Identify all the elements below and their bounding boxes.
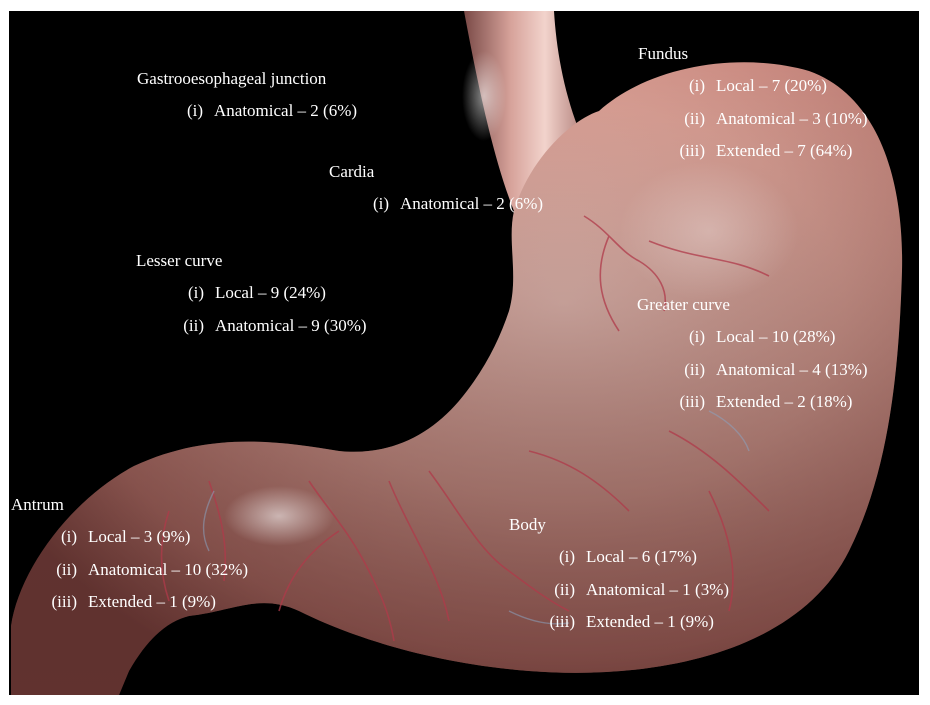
region-title: Cardia xyxy=(327,162,543,182)
illustration-panel: Gastrooesophageal junction (i) Anatomica… xyxy=(9,11,919,695)
list-item: (i) Local – 3 (9%) xyxy=(11,527,248,547)
region-lesser-curve: Lesser curve (i) Local – 9 (24%) (ii) An… xyxy=(136,251,367,336)
list-item: (i) Anatomical – 2 (6%) xyxy=(365,194,543,214)
item-text: Extended – 1 (9%) xyxy=(586,612,714,632)
region-title: Greater curve xyxy=(637,295,868,315)
item-number: (ii) xyxy=(637,109,705,129)
item-text: Local – 9 (24%) xyxy=(215,283,326,303)
item-text: Local – 3 (9%) xyxy=(88,527,190,547)
list-item: (i) Local – 10 (28%) xyxy=(637,327,868,347)
list-item: (ii) Anatomical – 4 (13%) xyxy=(637,360,868,380)
list-item: (iii) Extended – 2 (18%) xyxy=(637,392,868,412)
item-text: Anatomical – 2 (6%) xyxy=(400,194,543,214)
list-item: (ii) Anatomical – 10 (32%) xyxy=(11,560,248,580)
region-title: Antrum xyxy=(11,495,248,515)
region-greater-curve: Greater curve (i) Local – 10 (28%) (ii) … xyxy=(637,295,868,413)
item-number: (ii) xyxy=(637,360,705,380)
list-item: (i) Local – 9 (24%) xyxy=(136,283,367,303)
list-item: (iii) Extended – 1 (9%) xyxy=(509,612,729,632)
list-item: (ii) Anatomical – 1 (3%) xyxy=(509,580,729,600)
item-text: Local – 7 (20%) xyxy=(716,76,827,96)
item-text: Anatomical – 1 (3%) xyxy=(586,580,729,600)
item-text: Local – 6 (17%) xyxy=(586,547,697,567)
region-fundus: Fundus (i) Local – 7 (20%) (ii) Anatomic… xyxy=(637,44,868,162)
item-text: Anatomical – 9 (30%) xyxy=(215,316,367,336)
region-title: Body xyxy=(509,515,729,535)
region-title: Gastrooesophageal junction xyxy=(137,69,357,89)
list-item: (iii) Extended – 1 (9%) xyxy=(11,592,248,612)
item-number: (i) xyxy=(365,194,389,214)
list-item: (ii) Anatomical – 9 (30%) xyxy=(136,316,367,336)
item-number: (ii) xyxy=(509,580,575,600)
item-text: Extended – 1 (9%) xyxy=(88,592,216,612)
item-number: (ii) xyxy=(11,560,77,580)
list-item: (i) Local – 6 (17%) xyxy=(509,547,729,567)
item-number: (i) xyxy=(11,527,77,547)
item-number: (iii) xyxy=(509,612,575,632)
item-text: Extended – 2 (18%) xyxy=(716,392,852,412)
region-body: Body (i) Local – 6 (17%) (ii) Anatomical… xyxy=(509,515,729,633)
item-number: (i) xyxy=(509,547,575,567)
region-title: Fundus xyxy=(637,44,868,64)
item-number: (i) xyxy=(136,283,204,303)
item-number: (iii) xyxy=(11,592,77,612)
item-text: Extended – 7 (64%) xyxy=(716,141,852,161)
list-item: (i) Local – 7 (20%) xyxy=(637,76,868,96)
region-cardia: Cardia (i) Anatomical – 2 (6%) xyxy=(327,162,543,215)
region-title: Lesser curve xyxy=(136,251,367,271)
item-number: (i) xyxy=(637,327,705,347)
item-text: Anatomical – 10 (32%) xyxy=(88,560,248,580)
item-number: (ii) xyxy=(136,316,204,336)
region-gastrooesophageal-junction: Gastrooesophageal junction (i) Anatomica… xyxy=(137,69,357,122)
item-text: Anatomical – 2 (6%) xyxy=(214,101,357,121)
list-item: (ii) Anatomical – 3 (10%) xyxy=(637,109,868,129)
list-item: (i) Anatomical – 2 (6%) xyxy=(137,101,357,121)
region-antrum: Antrum (i) Local – 3 (9%) (ii) Anatomica… xyxy=(11,495,248,613)
list-item: (iii) Extended – 7 (64%) xyxy=(637,141,868,161)
item-text: Anatomical – 4 (13%) xyxy=(716,360,868,380)
item-number: (i) xyxy=(637,76,705,96)
item-number: (iii) xyxy=(637,392,705,412)
item-text: Anatomical – 3 (10%) xyxy=(716,109,868,129)
item-number: (i) xyxy=(179,101,203,121)
item-number: (iii) xyxy=(637,141,705,161)
item-text: Local – 10 (28%) xyxy=(716,327,835,347)
